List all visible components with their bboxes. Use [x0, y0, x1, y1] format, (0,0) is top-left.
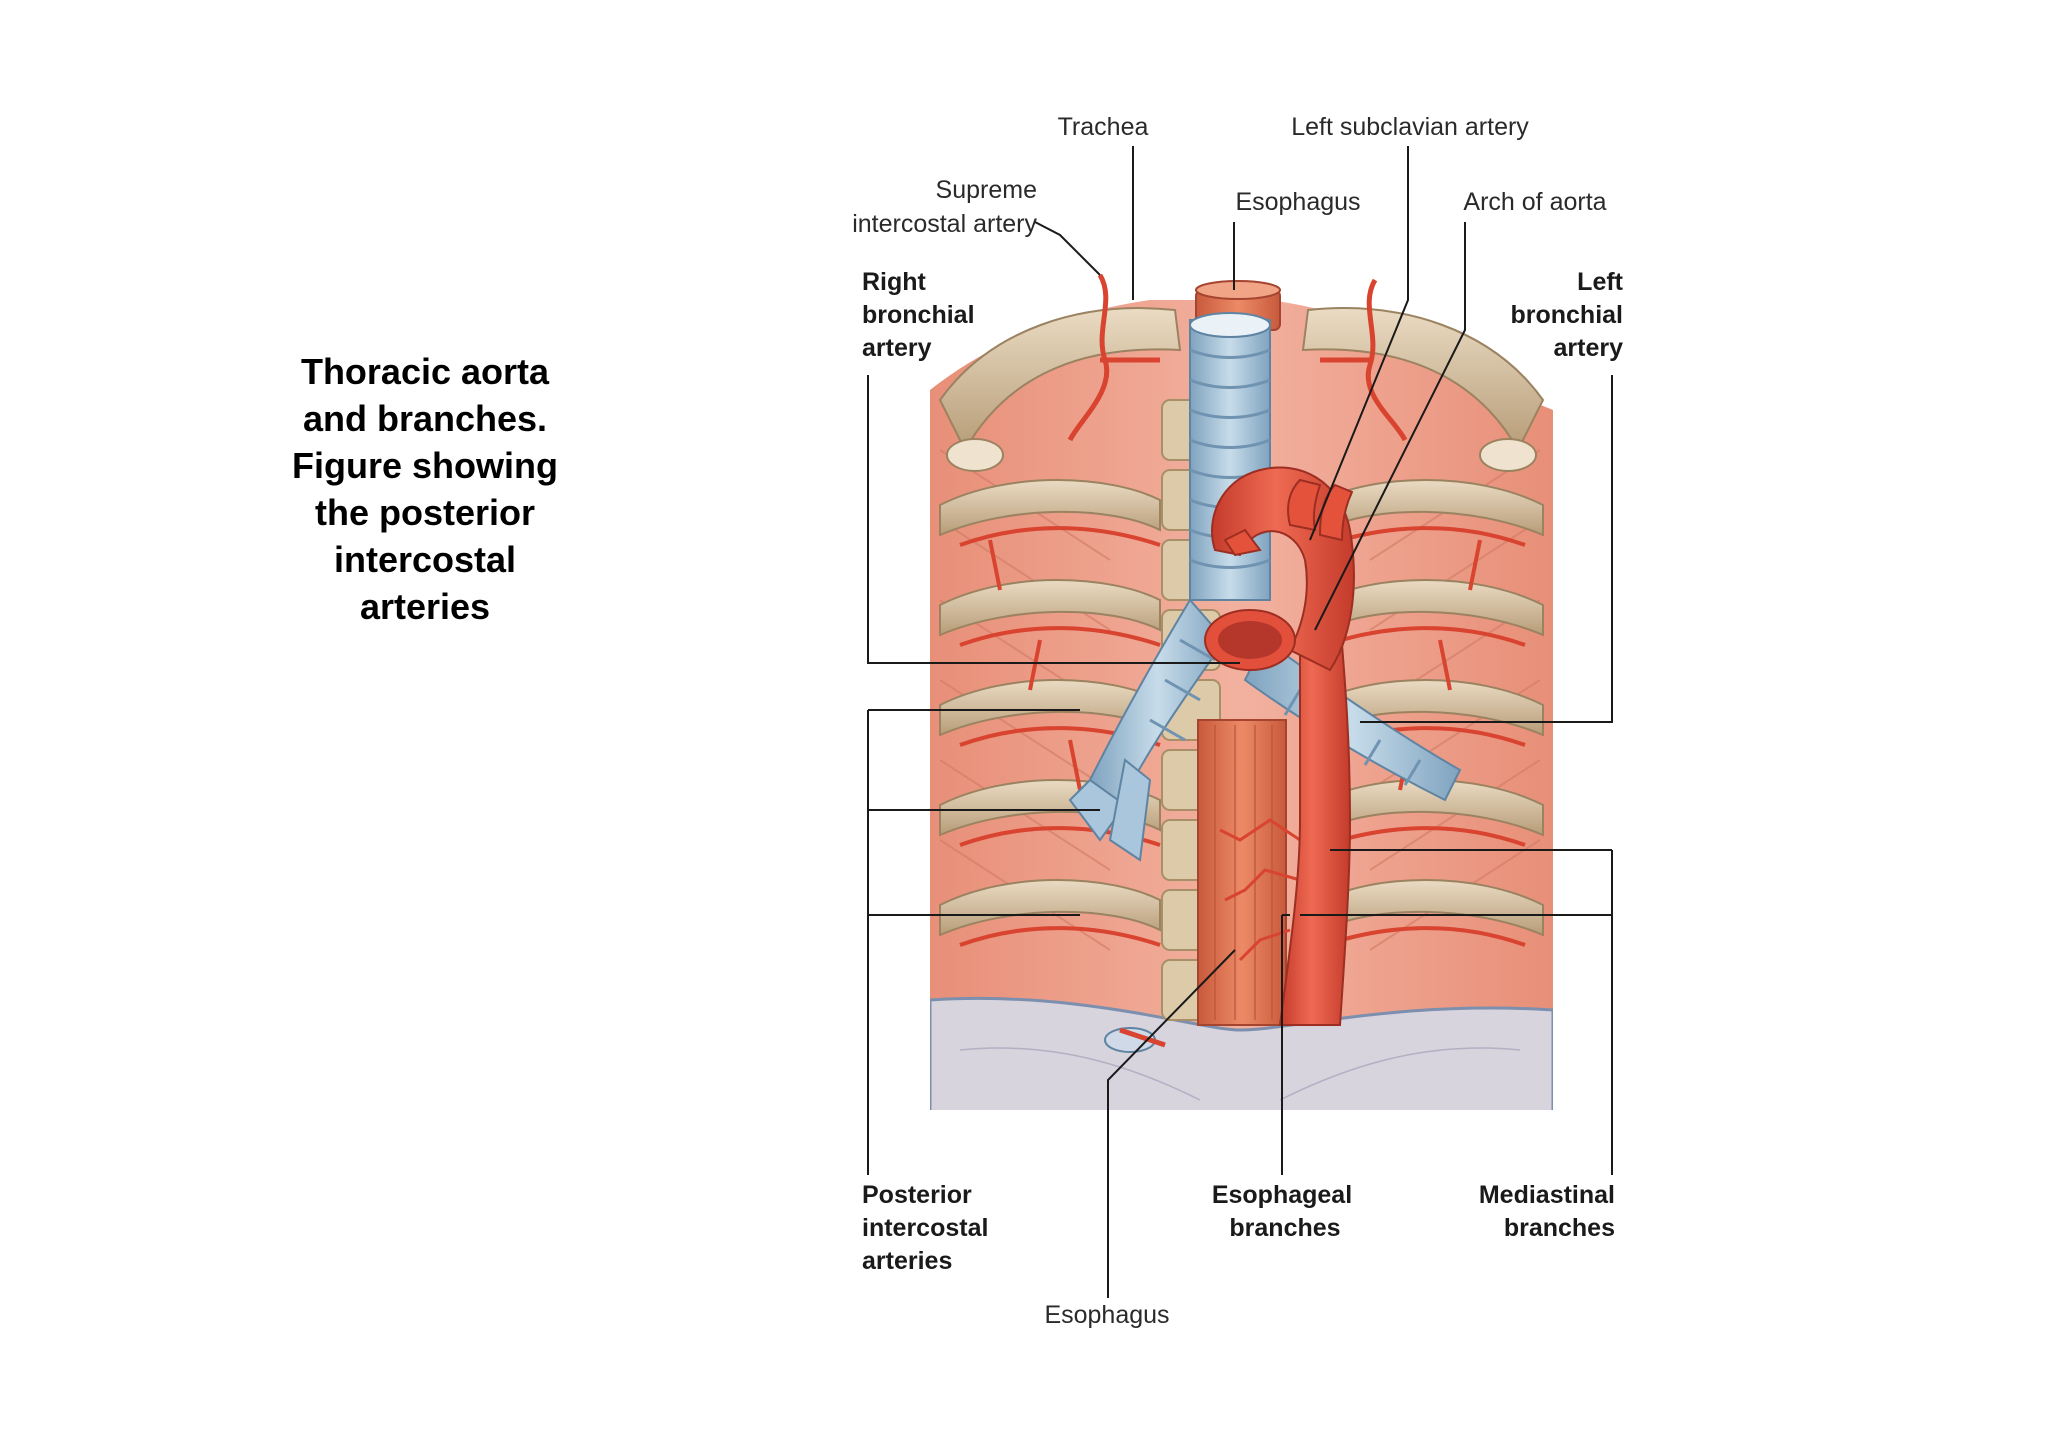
- supreme-intercostal-arteries: [1067, 273, 1408, 442]
- label-posterior-intercostal-line1: Posterior: [862, 1181, 972, 1209]
- label-left-bronchial-line1: Left: [1577, 268, 1624, 296]
- label-mediastinal-branches-line2: branches: [1504, 1214, 1615, 1242]
- caption-line: Thoracic aorta: [300, 351, 550, 392]
- label-esophagus-bottom: Esophagus: [1044, 1301, 1169, 1329]
- label-supreme-intercostal-line2: intercostal artery: [852, 210, 1037, 238]
- caption-line: and branches.: [302, 398, 548, 439]
- label-arch-of-aorta: Arch of aorta: [1463, 188, 1606, 216]
- label-esophageal-branches-line1: Esophageal: [1212, 1181, 1352, 1209]
- label-left-subclavian-artery: Left subclavian artery: [1291, 113, 1529, 141]
- label-posterior-intercostal-line3: arteries: [862, 1247, 952, 1275]
- label-trachea: Trachea: [1058, 113, 1149, 141]
- label-esophageal-branches-line2: branches: [1229, 1214, 1340, 1242]
- figure-caption: Thoracic aorta and branches. Figure show…: [250, 348, 600, 630]
- trachea: [1068, 312, 1462, 862]
- label-right-bronchial-line3: artery: [862, 334, 932, 362]
- label-esophagus-top: Esophagus: [1235, 188, 1360, 216]
- label-supreme-intercostal-line1: Supreme: [936, 176, 1037, 204]
- leader-lines: [867, 146, 1613, 1298]
- label-posterior-intercostal-line2: intercostal: [862, 1214, 988, 1242]
- diaphragm: [930, 996, 1553, 1110]
- caption-line: Figure showing: [292, 445, 558, 486]
- caption-line: arteries: [359, 586, 491, 627]
- esophagus: [1195, 280, 1301, 1026]
- label-right-bronchial-line2: bronchial: [862, 301, 975, 329]
- figure-labels: Trachea Left subclavian artery Supreme i…: [852, 113, 1623, 1329]
- ribs-left: [939, 479, 1161, 937]
- thoracic-wall: [930, 300, 1553, 1110]
- label-left-bronchial-line3: artery: [1554, 334, 1624, 362]
- first-ribs: [938, 307, 1545, 472]
- caption-line: intercostal: [333, 539, 517, 580]
- label-right-bronchial-line1: Right: [862, 268, 927, 296]
- label-left-bronchial-line2: bronchial: [1510, 301, 1623, 329]
- label-mediastinal-branches-line1: Mediastinal: [1479, 1181, 1615, 1209]
- caption-line: the posterior: [314, 492, 536, 533]
